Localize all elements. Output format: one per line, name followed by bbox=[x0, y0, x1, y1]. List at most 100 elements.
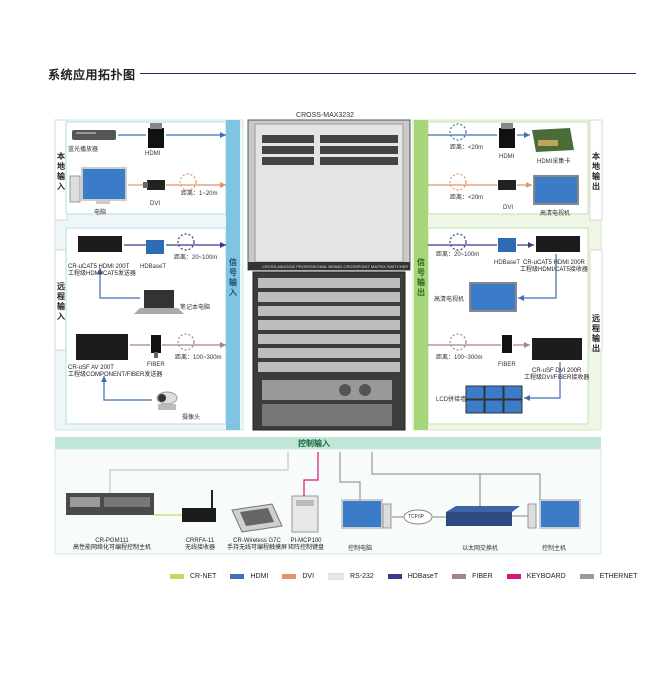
control-input-label: 控制输入 bbox=[298, 439, 330, 448]
fiber-out-link-label: FIBER bbox=[498, 362, 516, 368]
touch-panel-label: CR-Wireless G7C 手持无线可编程触摸屏 bbox=[226, 538, 287, 551]
ethernet-switch-icon bbox=[446, 506, 520, 526]
pc-label: 电脑 bbox=[94, 210, 107, 216]
title-divider bbox=[140, 73, 636, 74]
fiber-tx-label: CR-uSF AV 200T 工程级COMPONENT/FIBER发送器 bbox=[68, 365, 163, 378]
matrix-card-rows bbox=[258, 278, 400, 372]
control-pc-icon bbox=[341, 499, 392, 529]
bluray-player-icon bbox=[72, 130, 116, 140]
legend-swatch bbox=[282, 574, 297, 579]
legend-item-fiber: FIBER bbox=[452, 573, 493, 580]
laptop-label: 笔记本电脑 bbox=[180, 305, 211, 311]
matrix-panel-text: CROSS-MAX3232 PROFESSIONAL BRAND CROSSPO… bbox=[262, 264, 409, 269]
legend-swatch bbox=[579, 574, 594, 579]
legend-swatch bbox=[387, 574, 402, 579]
control-input-bar bbox=[55, 437, 601, 449]
control-pc-label: 控制电脑 bbox=[348, 546, 373, 552]
keyboard-panel-label: PI-MCP100 矩阵控制键盘 bbox=[287, 538, 324, 551]
fiber-tx-icon bbox=[76, 334, 128, 360]
remote-output-label: 远程输出 bbox=[592, 314, 600, 353]
hdbaset-connector-icon bbox=[146, 240, 164, 254]
dvi-connector-icon bbox=[143, 180, 165, 190]
hdmi-out-link-label: HDMI bbox=[499, 154, 515, 160]
legend-swatch bbox=[170, 574, 184, 579]
fiber-rx-icon bbox=[532, 338, 582, 360]
hdmi-out-distance-label: 距离：<20m bbox=[450, 145, 484, 151]
tv-remote-icon bbox=[469, 282, 517, 312]
hdbaset-connector-right-icon bbox=[498, 238, 516, 252]
signal-output-bar bbox=[414, 120, 428, 430]
hdmi-connector-icon bbox=[148, 123, 164, 148]
touch-panel-icon bbox=[231, 503, 283, 533]
legend: CR-NET HDMI DVI RS-232 HDBaseT FIBER KEY… bbox=[170, 573, 637, 580]
hdmi-rx-icon bbox=[536, 236, 580, 252]
matrix-power-panel bbox=[262, 380, 392, 400]
legend-item-cr-net: CR-NET bbox=[170, 573, 216, 580]
matrix-label-strip bbox=[248, 262, 410, 270]
hdbaset-out-distance-label: 距离：20~100m bbox=[436, 252, 480, 258]
legend-item-hdmi: HDMI bbox=[230, 573, 268, 580]
dvi-out-link-label: DVI bbox=[503, 205, 514, 211]
control-master-label: 控制主机 bbox=[542, 546, 567, 552]
dvi-distance-label: 距离：1~20m bbox=[181, 191, 218, 197]
matrix-buttons bbox=[262, 135, 398, 165]
fiber-out-distance-label: 距离：100~300m bbox=[436, 355, 483, 361]
legend-swatch bbox=[328, 573, 345, 580]
pc-monitor-icon bbox=[69, 167, 127, 204]
fiber-distance-label: 距离：100~300m bbox=[175, 355, 222, 361]
local-output-tab bbox=[589, 119, 603, 221]
local-output-label: 本地输出 bbox=[592, 152, 600, 191]
legend-item-rs232: RS-232 bbox=[328, 573, 374, 580]
hdmi-link-label: HDMI bbox=[145, 151, 161, 157]
hdmi-connector-right-icon bbox=[499, 123, 515, 148]
legend-item-ethernet: ETHERNET bbox=[579, 573, 637, 580]
matrix-front-panel bbox=[254, 123, 404, 263]
camera-icon bbox=[156, 391, 178, 410]
local-input-label: 本地输入 bbox=[57, 152, 65, 191]
bluray-player-label: 蓝光播放器 bbox=[68, 147, 99, 153]
fiber-connector-icon bbox=[151, 335, 161, 358]
legend-item-dvi: DVI bbox=[282, 573, 314, 580]
dvi-link-label: DVI bbox=[150, 201, 161, 207]
fiber-link-label: FIBER bbox=[147, 362, 165, 368]
wireless-receiver-icon bbox=[182, 490, 216, 522]
legend-swatch bbox=[230, 574, 245, 579]
control-host-icon bbox=[66, 493, 154, 515]
matrix-vent bbox=[262, 404, 392, 426]
wireless-receiver-label: CRRFA-11 无线接收器 bbox=[184, 538, 215, 551]
legend-item-hdbaset: HDBaseT bbox=[387, 573, 438, 580]
hdbaset-out-link-label: HDBaseT bbox=[494, 260, 521, 266]
signal-input-label: 信号输入 bbox=[229, 258, 237, 297]
dvi-out-distance-label: 距离：<20m bbox=[450, 195, 484, 201]
tv-remote-label: 高清电视机 bbox=[434, 297, 465, 303]
tv-label: 高清电视机 bbox=[540, 211, 571, 217]
remote-output-tab bbox=[589, 249, 603, 351]
fiber-connector-right-icon bbox=[502, 335, 512, 353]
legend-swatch bbox=[452, 574, 467, 579]
control-master-pc-icon bbox=[527, 499, 581, 529]
lcd-wall-icon bbox=[465, 385, 523, 414]
hdbaset-link-label: HDBaseT bbox=[140, 264, 167, 270]
legend-swatch bbox=[506, 574, 521, 579]
control-host-label: CR-PGM111 高性能网络化可编程控制主机 bbox=[72, 538, 151, 551]
signal-input-bar bbox=[226, 120, 240, 430]
hdbaset-distance-label: 距离：20~100m bbox=[174, 255, 218, 261]
hdmi-rx-label: CR-uCAT5 HDMI 200R 工程级HDMI/CAT5接收器 bbox=[520, 260, 588, 273]
tcpip-label: TCP/IP bbox=[408, 514, 425, 520]
laptop-icon bbox=[134, 290, 184, 314]
left-remote-box bbox=[65, 227, 227, 425]
remote-input-label: 远程输入 bbox=[57, 282, 65, 321]
tv-icon bbox=[533, 175, 579, 205]
legend-item-keyboard: KEYBOARD bbox=[506, 573, 566, 580]
signal-output-label: 信号输出 bbox=[417, 258, 425, 297]
capture-card-label: HDMI采集卡 bbox=[537, 159, 571, 165]
ethernet-switch-label: 以太网交换机 bbox=[462, 546, 499, 552]
capture-card-icon bbox=[532, 128, 574, 152]
dvi-connector-right-icon bbox=[498, 180, 516, 190]
page-title: 系统应用拓扑图 bbox=[48, 68, 136, 82]
lcd-wall-label: LCD拼接墙 bbox=[436, 397, 467, 403]
fiber-rx-label: CR-uSF DVI 200R 工程级DVI/FIBER接收器 bbox=[524, 368, 590, 381]
keyboard-panel-icon bbox=[291, 495, 319, 533]
camera-label: 摄像头 bbox=[182, 415, 201, 421]
